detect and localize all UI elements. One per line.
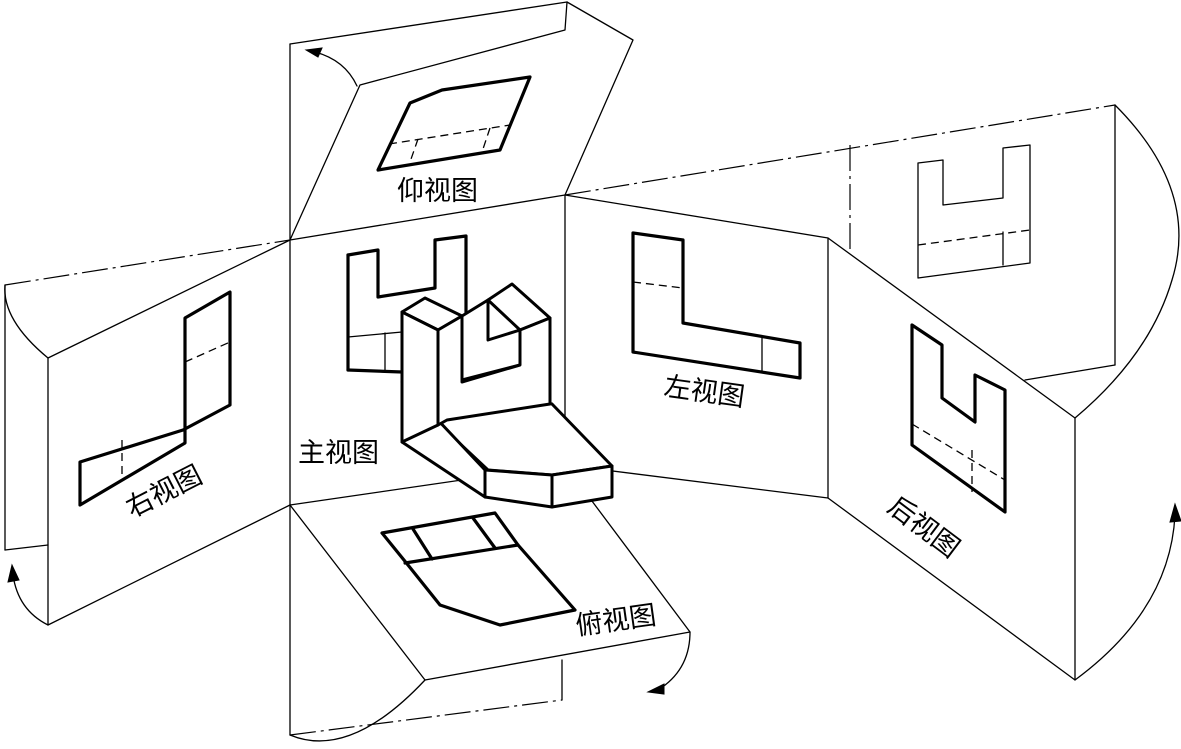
rear-ghost-outline bbox=[917, 144, 1031, 279]
rear-far-bottom bbox=[1024, 364, 1116, 381]
upper-plane-outline bbox=[289, 1, 634, 241]
lower-arrow-head bbox=[646, 683, 665, 695]
rear-view-outline bbox=[910, 323, 1007, 514]
top-view-split-v1 bbox=[411, 527, 434, 561]
right-view-plane-outline bbox=[47, 239, 291, 626]
bottom-up-hidden-2 bbox=[409, 138, 419, 163]
bottom-up-view-drawing bbox=[376, 75, 532, 172]
label-left-view: 左视图 bbox=[662, 371, 747, 413]
rear-arrow-head bbox=[1169, 502, 1181, 523]
lower-plane-outline bbox=[289, 464, 691, 681]
front-view-drawing bbox=[346, 234, 468, 374]
right-view-outline bbox=[78, 290, 232, 507]
rear-view-plane-outline bbox=[827, 237, 1076, 681]
projection-planes bbox=[4, 1, 1116, 736]
top-view-split-v2 bbox=[471, 516, 497, 550]
upper-rotation-arc bbox=[314, 51, 358, 87]
wall-face bbox=[436, 314, 552, 427]
front-view-split-h bbox=[347, 331, 403, 338]
front-view-bottom bbox=[346, 368, 404, 374]
right-rotation-arc bbox=[4, 284, 49, 359]
upper-plane-back-edge bbox=[289, 1, 568, 45]
left-view-hidden bbox=[632, 281, 684, 289]
left-view-plane-outline bbox=[564, 194, 829, 499]
rear-view-ghost-drawing bbox=[917, 144, 1031, 279]
right-view-hidden bbox=[184, 341, 231, 363]
label-front-view: 主视图 bbox=[298, 438, 379, 469]
rear-view-drawing bbox=[910, 323, 1007, 514]
top-view-drawing bbox=[380, 511, 577, 627]
rear-rotation-arc bbox=[1074, 104, 1180, 419]
right-plane-bottom-stub bbox=[4, 544, 49, 551]
base-side-face-1 bbox=[483, 468, 554, 509]
isometric-object bbox=[400, 282, 614, 509]
label-rear-view: 后视图 bbox=[882, 491, 965, 565]
label-top-view: 俯视图 bbox=[574, 600, 659, 642]
label-right-view: 右视图 bbox=[121, 460, 207, 524]
right-lower-arc bbox=[12, 574, 49, 626]
rear-lower-arc bbox=[1074, 514, 1176, 681]
bottom-up-hidden-3 bbox=[481, 127, 491, 153]
wall-front-face bbox=[400, 310, 440, 444]
rear-view-hidden bbox=[911, 423, 1006, 481]
upper-arrow-head bbox=[304, 47, 323, 58]
left-view-outline bbox=[631, 231, 802, 380]
rear-ghost-hidden bbox=[917, 229, 1031, 246]
rotation-arrows bbox=[4, 47, 1181, 742]
lower-rotation-arc bbox=[289, 679, 426, 742]
bottom-up-outline bbox=[376, 75, 532, 172]
right-arrow-head bbox=[7, 563, 20, 583]
top-view-split-h bbox=[403, 543, 520, 565]
left-view-drawing bbox=[631, 231, 802, 380]
base-side-face-2 bbox=[550, 464, 614, 509]
lower-right-arc bbox=[657, 631, 691, 691]
lower-plane-centerline bbox=[289, 699, 563, 736]
label-bottom-up-view: 仰视图 bbox=[397, 176, 478, 207]
front-view-outline bbox=[346, 234, 468, 324]
top-view-outline bbox=[380, 511, 577, 627]
horizon-centerline bbox=[564, 104, 1116, 196]
right-plane-centerline bbox=[4, 239, 291, 286]
right-view-drawing bbox=[78, 290, 232, 507]
bottom-up-hidden-1 bbox=[388, 124, 511, 145]
